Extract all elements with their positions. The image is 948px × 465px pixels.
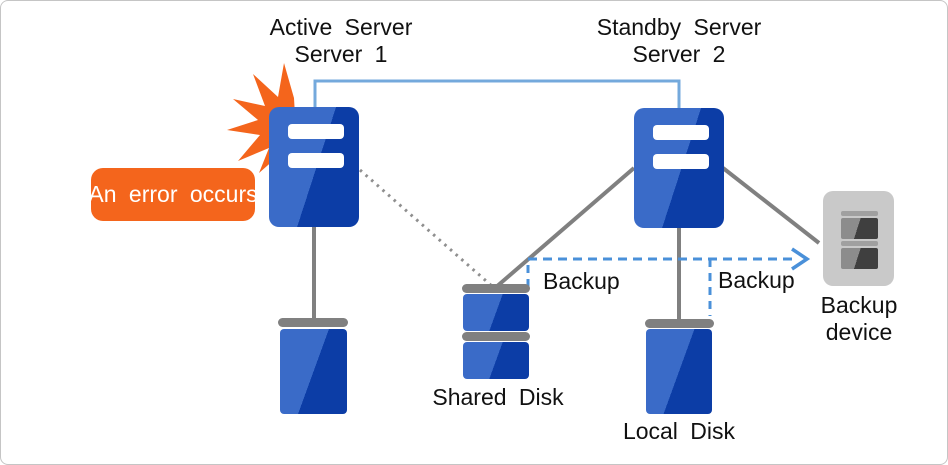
backup-flow-label-shared: Backup xyxy=(543,268,620,294)
local-disk-label: Local Disk xyxy=(622,418,736,444)
server1-shared-disk-dotted-line xyxy=(359,168,494,289)
backup-flow-arrowhead-icon xyxy=(791,247,811,271)
backup-device-tape-icon xyxy=(841,248,878,269)
standby-server-icon xyxy=(634,108,724,228)
backup-device-slot-bar-icon xyxy=(841,211,878,216)
local-disk-icon xyxy=(646,329,712,414)
error-callout-badge: An error occurs xyxy=(88,168,258,221)
shared-disk-icon xyxy=(463,342,529,379)
heartbeat-connector-line xyxy=(313,79,681,109)
standby-server-title: Standby Server Server 2 xyxy=(569,14,789,68)
server2-backup-device-connector-line xyxy=(721,166,821,245)
shared-disk-label: Shared Disk xyxy=(432,384,564,410)
shared-disk-cap-icon xyxy=(462,284,530,293)
standby-server-role-label: Standby Server xyxy=(596,14,762,40)
active-server-role-label: Active Server xyxy=(269,14,413,40)
active-server-name-label: Server 1 xyxy=(294,41,388,67)
shared-disk-cap-icon xyxy=(462,332,530,341)
shared-disk-icon xyxy=(463,294,529,331)
server1-disk-icon xyxy=(280,329,347,414)
server-slot-icon xyxy=(653,154,709,169)
backup-device-label: Backup device xyxy=(759,292,947,346)
server-slot-icon xyxy=(288,124,344,139)
local-disk-cap-icon xyxy=(645,319,714,328)
backup-device-label-line1: Backup xyxy=(820,292,898,318)
active-server-icon xyxy=(269,107,359,227)
server-slot-icon xyxy=(653,125,709,140)
active-server-title: Active Server Server 1 xyxy=(231,14,451,68)
backup-device-label-line2: device xyxy=(825,319,893,345)
backup-device-slot-bar-icon xyxy=(841,241,878,246)
backup-flow-label-local: Backup xyxy=(718,267,795,293)
standby-server-name-label: Server 2 xyxy=(632,41,726,67)
server1-disk-cap-icon xyxy=(278,318,348,327)
server-slot-icon xyxy=(288,153,344,168)
backup-device-tape-icon xyxy=(841,218,878,239)
